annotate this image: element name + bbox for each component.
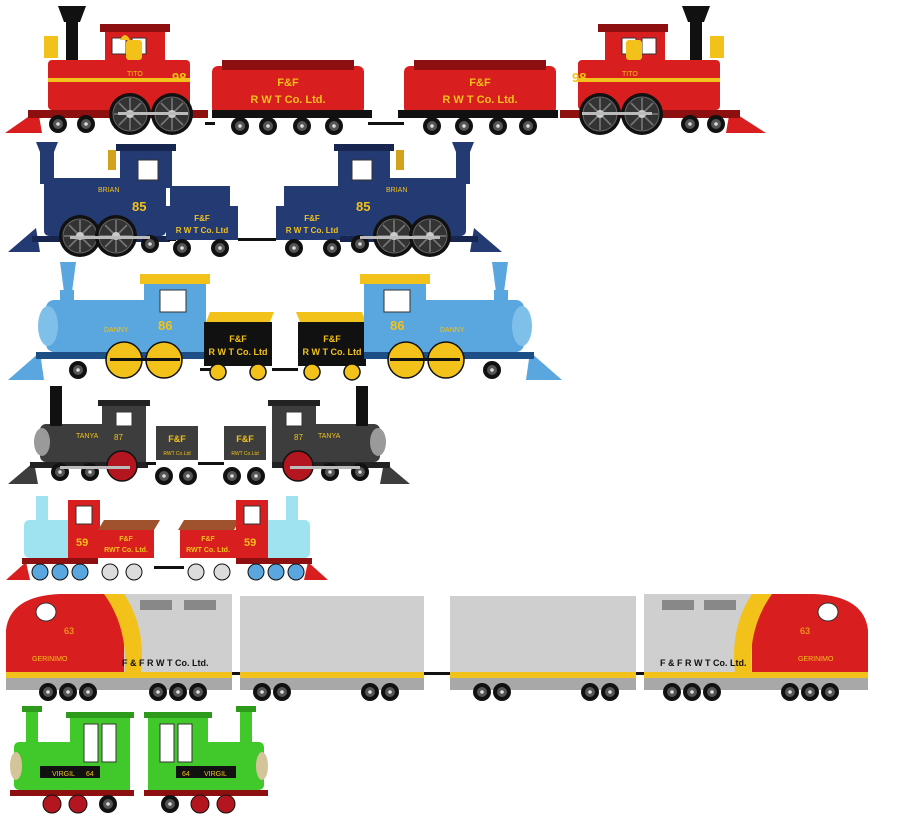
tito-engine-right: 98 TITO <box>560 6 766 136</box>
row-gerinimo-63: 63 GERINIMO F & F R W T Co. Ltd. <box>6 594 868 701</box>
danny-engine-right: 86 DANNY <box>360 262 562 380</box>
tito-number-right: 98 <box>572 70 586 85</box>
tanya-tender-left: F&F RWT Co.Ltd <box>155 426 198 485</box>
tanya-engine-right: 87 TANYA <box>268 386 410 484</box>
gerinimo-car-b-right <box>450 596 636 701</box>
brian-number-right: 85 <box>356 199 370 214</box>
gerinimo-cab-left: 63 GERINIMO F & F R W T Co. Ltd. <box>6 594 232 701</box>
tanya-tender-right: F&F RWT Co.Ltd <box>223 426 266 485</box>
tito-tender-left-line1: F&F <box>277 77 299 89</box>
brian-tender-left-line1: F&F <box>194 214 210 223</box>
engine59-number-right: 59 <box>244 537 256 549</box>
tanya-tender-right-line1: F&F <box>236 434 254 444</box>
virgil-engine-left: VIRGIL 64 <box>10 706 134 814</box>
gerinimo-car-text-right: F & F R W T Co. Ltd. <box>660 658 746 668</box>
engine59-number-left: 59 <box>76 537 88 549</box>
engine59-tender-right-line1: F&F <box>201 536 215 543</box>
brian-tender-right-line2: R W T Co. Ltd <box>286 226 339 235</box>
tito-number-left: 98 <box>172 70 186 85</box>
engine59-right: 59 <box>236 496 328 581</box>
row-danny-86: DANNY 86 F&F R W T Co. Ltd F&F R W T Co.… <box>8 262 562 381</box>
danny-tender-right: F&F R W T Co. Ltd <box>296 312 366 381</box>
danny-tender-left: F&F R W T Co. Ltd <box>204 312 274 381</box>
tanya-engine-left: TANYA 87 <box>8 386 150 484</box>
tito-tender-left: F&F R W T Co. Ltd. <box>212 60 372 135</box>
tanya-tender-left-line2: RWT Co.Ltd <box>163 451 191 457</box>
gerinimo-car-text-left: F & F R W T Co. Ltd. <box>122 658 208 668</box>
brian-name-right: BRIAN <box>386 187 407 194</box>
row-tito-98: TITO 98 F&F R W T Co. Ltd. F&F R W T Co.… <box>5 6 766 136</box>
danny-number-right: 86 <box>390 318 404 333</box>
engine59-tender-left-line1: F&F <box>119 536 133 543</box>
tito-tender-right-line2: R W T Co. Ltd. <box>442 94 517 106</box>
danny-tender-right-line2: R W T Co. Ltd <box>303 347 362 357</box>
danny-engine-left: DANNY 86 <box>8 262 210 380</box>
brian-name-left: BRIAN <box>98 187 119 194</box>
engine59-left: 59 <box>6 496 100 581</box>
tito-tender-right-line1: F&F <box>469 77 491 89</box>
virgil-number-left: 64 <box>86 771 94 778</box>
danny-name-right: DANNY <box>440 327 465 334</box>
brian-engine-right: 85 BRIAN <box>334 142 502 258</box>
tito-engine-left: TITO 98 <box>5 6 208 136</box>
danny-tender-right-line1: F&F <box>323 334 341 344</box>
tito-name-left: TITO <box>127 71 143 78</box>
danny-tender-left-line1: F&F <box>229 334 247 344</box>
tanya-number-right: 87 <box>294 433 303 442</box>
gerinimo-name-right: GERINIMO <box>798 656 834 663</box>
row-virgil-64: VIRGIL 64 64 VIRGIL <box>10 706 268 814</box>
tito-name-right: TITO <box>622 71 638 78</box>
tanya-name-right: TANYA <box>318 433 341 440</box>
virgil-number-right: 64 <box>182 771 190 778</box>
engine59-tender-left-line2: RWT Co. Ltd. <box>104 547 148 554</box>
danny-tender-left-line2: R W T Co. Ltd <box>209 347 268 357</box>
tanya-tender-left-line1: F&F <box>168 434 186 444</box>
brian-tender-left-line2: R W T Co. Ltd <box>176 226 229 235</box>
engine59-tender-right-line2: RWT Co. Ltd. <box>186 547 230 554</box>
brian-number-left: 85 <box>132 199 146 214</box>
tito-tender-left-line2: R W T Co. Ltd. <box>250 94 325 106</box>
brian-engine-left: BRIAN 85 <box>8 142 176 258</box>
virgil-name-right: VIRGIL <box>204 771 227 778</box>
row-engine-59: 59 F&F RWT Co. Ltd. F&F RWT Co. Ltd. 59 <box>6 496 328 581</box>
brian-tender-left: F&F R W T Co. Ltd <box>166 186 238 257</box>
gerinimo-name-left: GERINIMO <box>32 656 68 663</box>
danny-number-left: 86 <box>158 318 172 333</box>
brian-tender-right-line1: F&F <box>304 214 320 223</box>
engine59-tender-left: F&F RWT Co. Ltd. <box>98 520 160 581</box>
tanya-number-left: 87 <box>114 433 123 442</box>
row-tanya-87: TANYA 87 F&F RWT Co.Ltd F&F RWT Co.Ltd <box>8 386 410 485</box>
gerinimo-car-b-left <box>240 596 424 701</box>
gerinimo-cab-right: 63 GERINIMO F & F R W T Co. Ltd. <box>644 594 868 701</box>
tanya-tender-right-line2: RWT Co.Ltd <box>231 451 259 457</box>
danny-name-left: DANNY <box>104 327 129 334</box>
brian-tender-right: F&F R W T Co. Ltd <box>276 186 348 257</box>
gerinimo-number-left: 63 <box>64 626 74 636</box>
tito-tender-right: F&F R W T Co. Ltd. <box>398 60 558 135</box>
virgil-name-left: VIRGIL <box>52 771 75 778</box>
gerinimo-number-right: 63 <box>800 626 810 636</box>
engine59-tender-right: F&F RWT Co. Ltd. <box>178 520 240 581</box>
tanya-name-left: TANYA <box>76 433 99 440</box>
row-brian-85: BRIAN 85 F&F R W T Co. Ltd F&F R W T Co.… <box>8 142 502 258</box>
virgil-engine-right: 64 VIRGIL <box>144 706 268 814</box>
